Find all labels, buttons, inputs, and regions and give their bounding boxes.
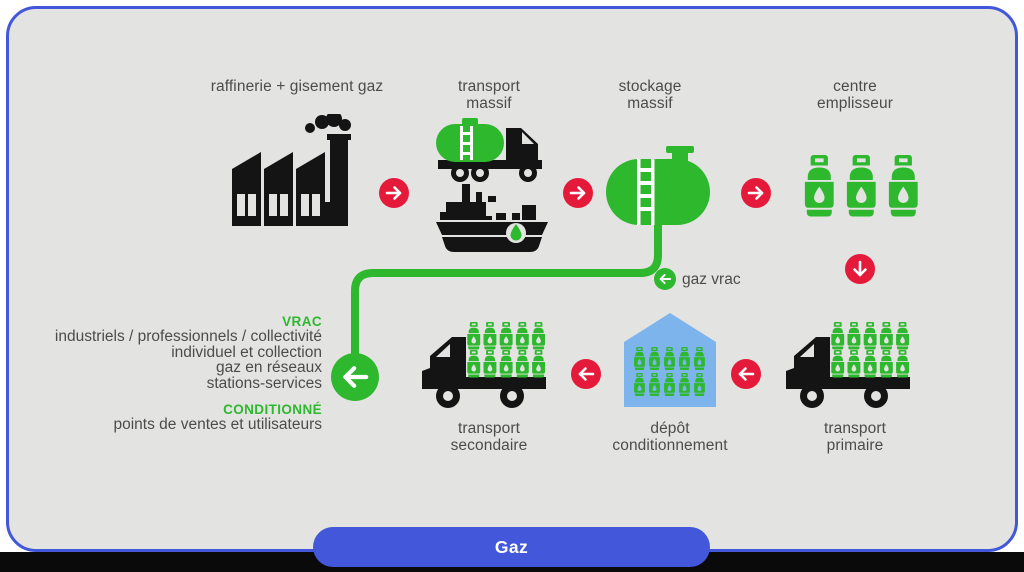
- refinery-factory-icon: [232, 114, 351, 226]
- arrow-left-icon: [731, 359, 761, 389]
- label-transport-secondaire: transport secondaire: [450, 420, 528, 454]
- vrac-line: individuel et collection: [171, 343, 322, 361]
- vrac-line: stations-services: [206, 374, 322, 392]
- arrow-right-icon: [741, 178, 771, 208]
- depot-house-icon: [624, 313, 716, 407]
- vrac-delivery-arrow-left-icon: [331, 353, 379, 401]
- arrow-right-icon: [563, 178, 593, 208]
- ship-icon: [436, 184, 548, 252]
- conditionne-line: points de ventes et utilisateurs: [113, 416, 322, 433]
- vrac-line: industriels / professionnels / collectiv…: [54, 328, 322, 345]
- gaz-tab[interactable]: Gaz: [313, 527, 710, 567]
- primary-transport-truck-icon: [782, 322, 912, 410]
- label-depot-conditionnement: dépôt conditionnement: [612, 420, 728, 454]
- label-raffinerie: raffinerie + gisement gaz: [210, 78, 384, 95]
- label-transport-primaire: transport primaire: [823, 420, 887, 454]
- storage-tank-icon: [606, 146, 710, 225]
- gaz-tab-label: Gaz: [494, 536, 529, 557]
- gaz-vrac-label: gaz vrac: [682, 271, 741, 288]
- destinations-panel: VRAC industriels / professionnels / coll…: [18, 314, 322, 433]
- arrow-left-icon: [571, 359, 601, 389]
- label-stockage-massif: stockage massif: [618, 78, 682, 112]
- gaz-vrac-arrow-left-icon: [654, 268, 676, 290]
- tanker-truck-icon: [436, 118, 542, 182]
- secondary-transport-truck-icon: [418, 322, 548, 410]
- vrac-title: VRAC: [282, 314, 322, 329]
- conditionne-title: CONDITIONNÉ: [223, 402, 322, 417]
- arrow-right-icon: [379, 178, 409, 208]
- label-centre-emplisseur: centre emplisseur: [817, 78, 893, 112]
- arrow-down-icon: [845, 254, 875, 284]
- vrac-line: gaz en réseaux: [216, 359, 322, 376]
- label-transport-massif: transport massif: [457, 78, 521, 112]
- filling-center-cylinders-icon: [804, 155, 918, 217]
